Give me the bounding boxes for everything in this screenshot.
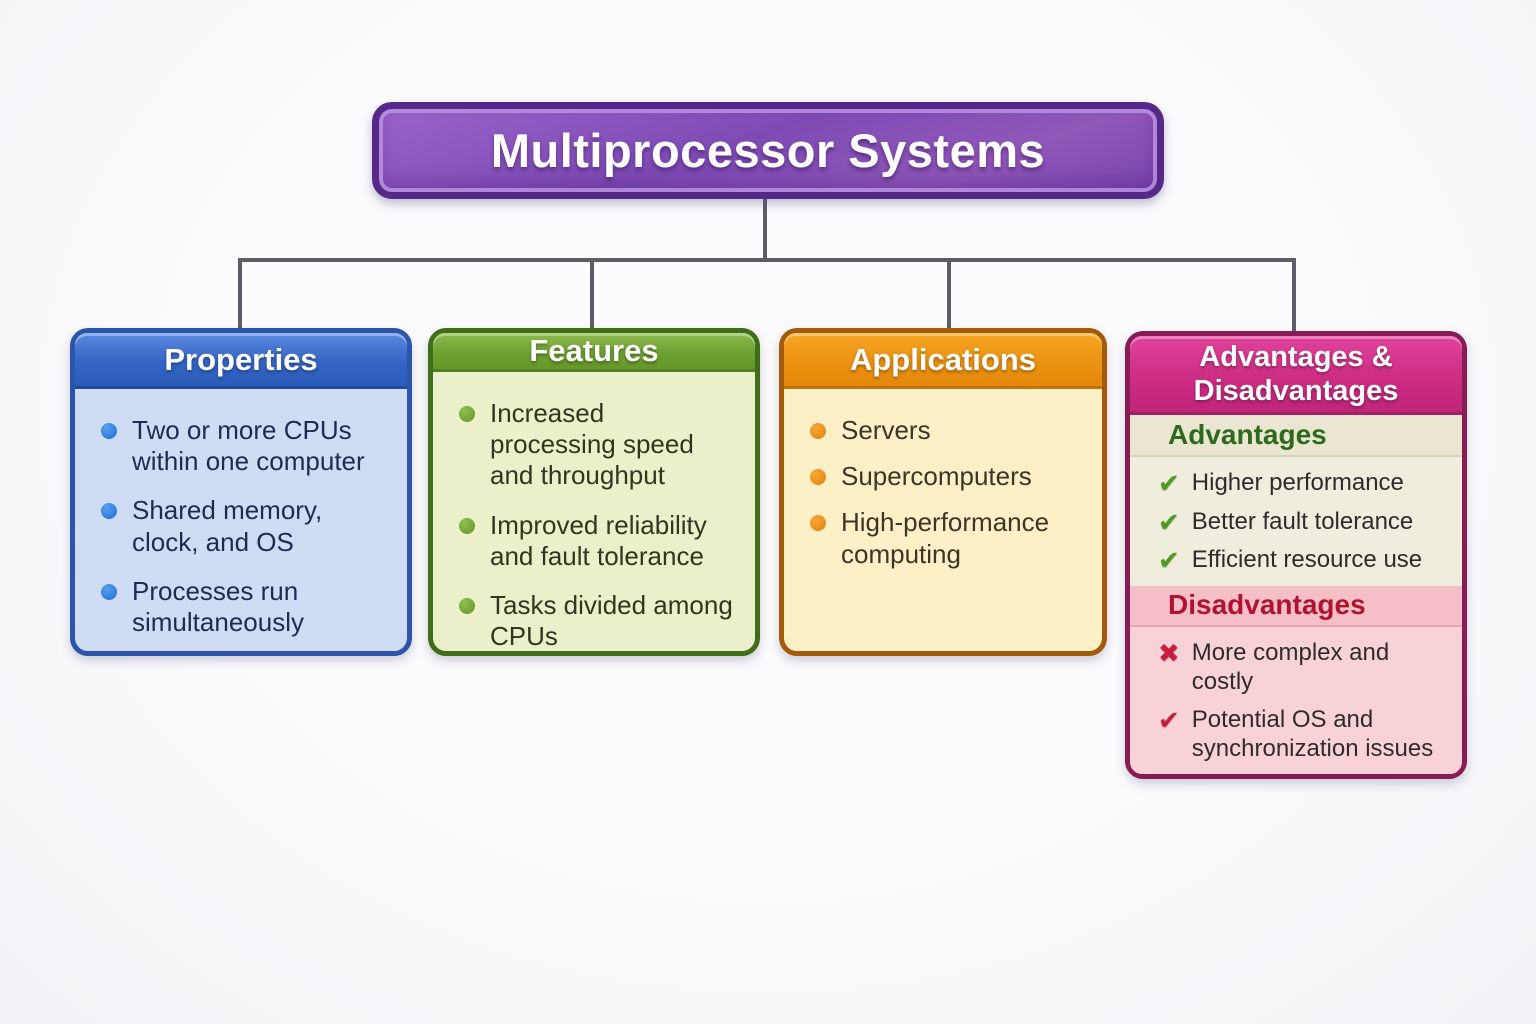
advantages-section-label: Advantages — [1130, 415, 1462, 457]
node-applications-header: Applications — [784, 333, 1102, 389]
node-applications-title: Applications — [849, 341, 1036, 377]
connector-drop-properties — [238, 258, 242, 330]
advantage-text: Efficient resource use — [1191, 546, 1423, 574]
disadvantages-section-label: Disadvantages — [1130, 585, 1462, 627]
advantage-item: ✔ Higher performance — [1158, 469, 1454, 498]
disadvantage-item: ✖ More complex and costly — [1158, 639, 1454, 697]
list-item: Supercomputers — [810, 461, 1082, 492]
node-properties-list: Two or more CPUs within one computer Sha… — [75, 389, 407, 648]
list-item-text: Supercomputers — [841, 461, 1032, 492]
bullet-dot-icon — [101, 583, 117, 600]
check-icon: ✔ — [1158, 705, 1180, 736]
list-item: Servers — [810, 415, 1082, 446]
advantages-list: ✔ Higher performance ✔ Better fault tole… — [1130, 456, 1462, 586]
node-features-title: Features — [529, 333, 659, 368]
list-item-text: Two or more CPUs within one computer — [132, 415, 365, 477]
disadvantage-text: Potential OS and synchronization issues — [1191, 706, 1434, 763]
connector-drop-applications — [947, 258, 951, 330]
connector-root-stem — [763, 197, 767, 261]
advantage-text: Higher performance — [1191, 468, 1404, 496]
advantage-item: ✔ Better fault tolerance — [1158, 506, 1454, 537]
check-icon: ✔ — [1158, 506, 1180, 537]
bullet-dot-icon — [459, 517, 475, 534]
root-node-title: Multiprocessor Systems — [490, 124, 1046, 177]
list-item: Increased processing speed and throughpu… — [459, 398, 735, 492]
node-pros-cons-title: Advantages & Disadvantages — [1193, 341, 1399, 408]
node-properties-title: Properties — [164, 341, 318, 377]
list-item-text: High-performance computing — [841, 507, 1050, 569]
list-item-text: Tasks divided among CPUs — [490, 589, 733, 652]
node-properties-header: Properties — [75, 333, 407, 389]
list-item-text: Shared memory, clock, and OS — [132, 495, 323, 557]
connector-horizontal-bar — [238, 258, 1296, 262]
node-features-header: Features — [433, 333, 755, 372]
bullet-dot-icon — [810, 515, 826, 532]
advantage-text: Better fault tolerance — [1191, 507, 1414, 535]
list-item: Tasks divided among CPUs — [459, 590, 735, 652]
node-features-list: Increased processing speed and throughpu… — [433, 372, 755, 662]
root-node: Multiprocessor Systems — [372, 102, 1164, 199]
bullet-dot-icon — [101, 503, 117, 520]
node-pros-cons-header: Advantages & Disadvantages — [1130, 336, 1462, 416]
node-applications: Applications Servers Supercomputers High… — [779, 328, 1107, 656]
bullet-dot-icon — [810, 423, 826, 439]
bullet-dot-icon — [810, 469, 826, 486]
node-features: Features Increased processing speed and … — [428, 328, 760, 656]
disadvantages-list: ✖ More complex and costly ✔ Potential OS… — [1130, 626, 1462, 775]
list-item: Shared memory, clock, and OS — [101, 495, 387, 557]
connector-drop-pros-cons — [1292, 258, 1296, 333]
bullet-dot-icon — [101, 423, 117, 439]
bullet-dot-icon — [459, 406, 475, 422]
list-item-text: Processes run simultaneously — [132, 575, 304, 637]
list-item-text: Servers — [841, 415, 931, 445]
list-item-text: Increased processing speed and throughpu… — [490, 398, 694, 491]
list-item: High-performance computing — [810, 507, 1082, 569]
x-icon: ✖ — [1158, 637, 1180, 668]
check-icon: ✔ — [1158, 545, 1180, 576]
disadvantage-text: More complex and costly — [1191, 638, 1390, 695]
bullet-dot-icon — [459, 597, 475, 614]
node-properties: Properties Two or more CPUs within one c… — [70, 328, 412, 656]
node-applications-list: Servers Supercomputers High-performance … — [784, 389, 1102, 580]
disadvantage-item: ✔ Potential OS and synchronization issue… — [1158, 706, 1454, 764]
list-item: Processes run simultaneously — [101, 576, 387, 638]
connector-drop-features — [590, 258, 594, 330]
check-icon: ✔ — [1158, 467, 1180, 498]
node-pros-cons: Advantages & Disadvantages Advantages ✔ … — [1125, 331, 1467, 779]
list-item: Two or more CPUs within one computer — [101, 415, 387, 477]
list-item-text: Improved reliability and fault tolerance — [490, 509, 707, 571]
advantage-item: ✔ Efficient resource use — [1158, 546, 1454, 575]
list-item: Improved reliability and fault tolerance — [459, 510, 735, 572]
